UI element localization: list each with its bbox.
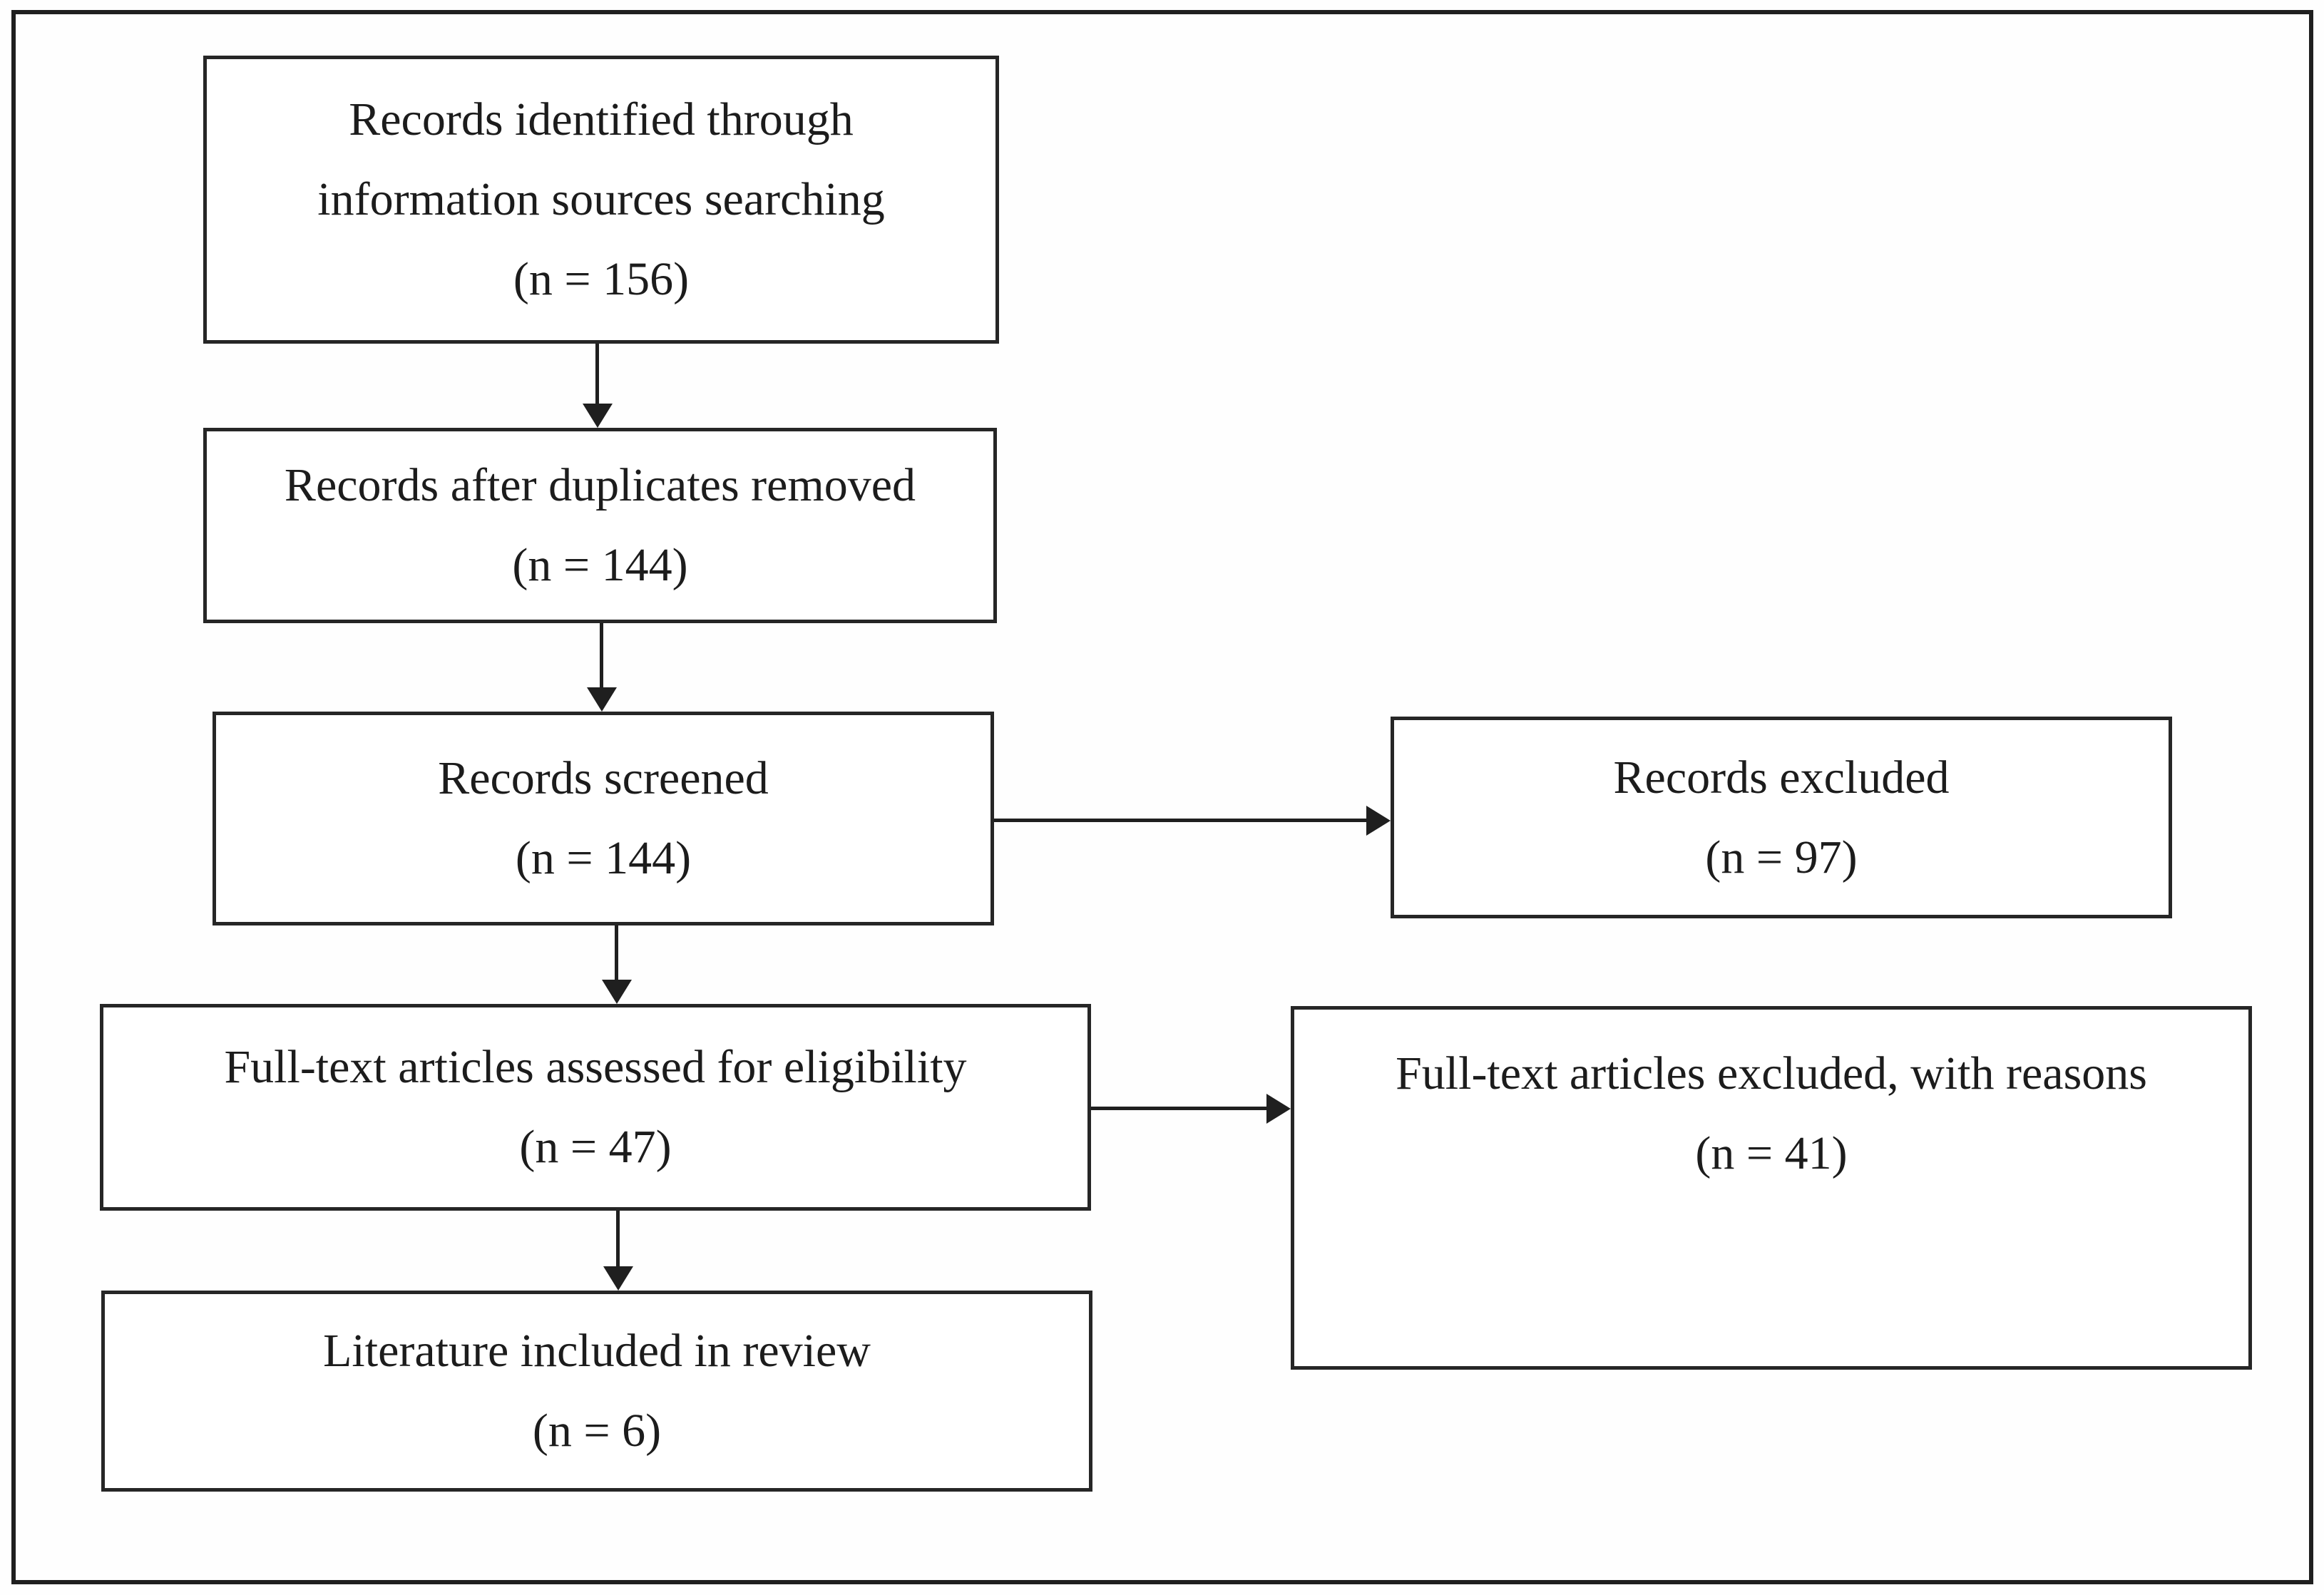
arrow-deduplicated-to-screened-stem xyxy=(600,623,603,689)
box-records-identified-label-line1: Records identified through xyxy=(349,93,854,145)
box-records-identified-label-line2: information sources searching xyxy=(317,173,885,225)
arrow-screened-to-fulltext-stem xyxy=(615,925,618,981)
box-literature-included: Literature included in review (n = 6) xyxy=(101,1291,1092,1492)
box-records-excluded-label: Records excluded xyxy=(1613,751,1950,804)
box-records-after-duplicates-removed: Records after duplicates removed (n = 14… xyxy=(203,428,997,623)
box-fulltext-excluded-label: Full-text articles excluded, with reason… xyxy=(1396,1047,2147,1099)
arrowhead-down-icon xyxy=(583,404,613,428)
arrow-fulltext-to-included-stem xyxy=(616,1211,620,1272)
box-fulltext-excluded-count: (n = 41) xyxy=(1695,1127,1848,1179)
box-records-identified: Records identified through information s… xyxy=(203,56,999,344)
box-deduplicated-label: Records after duplicates removed xyxy=(284,459,916,511)
arrowhead-down-icon xyxy=(603,1266,633,1291)
arrow-fulltext-to-excluded-stem xyxy=(1091,1107,1268,1110)
box-records-excluded-count: (n = 97) xyxy=(1705,831,1858,883)
box-fulltext-assessed-label: Full-text articles assessed for eligibil… xyxy=(224,1041,967,1093)
box-records-excluded: Records excluded (n = 97) xyxy=(1391,717,2172,918)
box-literature-included-count: (n = 6) xyxy=(532,1405,662,1457)
box-screened-label: Records screened xyxy=(438,752,769,804)
box-records-identified-count: (n = 156) xyxy=(513,253,690,305)
box-fulltext-assessed: Full-text articles assessed for eligibil… xyxy=(100,1004,1091,1211)
arrowhead-down-icon xyxy=(587,687,617,712)
arrowhead-down-icon xyxy=(602,980,632,1004)
box-fulltext-assessed-count: (n = 47) xyxy=(519,1121,672,1173)
arrow-identified-to-deduplicated-stem xyxy=(595,344,599,406)
arrow-screened-to-excluded-stem xyxy=(994,819,1368,822)
diagram-outer-border xyxy=(11,10,2313,1584)
box-literature-included-label: Literature included in review xyxy=(323,1325,871,1377)
arrowhead-right-icon xyxy=(1366,806,1391,836)
box-deduplicated-count: (n = 144) xyxy=(512,539,688,591)
box-screened-count: (n = 144) xyxy=(515,832,692,884)
box-fulltext-excluded: Full-text articles excluded, with reason… xyxy=(1291,1006,2252,1370)
box-records-screened: Records screened (n = 144) xyxy=(213,712,994,925)
arrowhead-right-icon xyxy=(1266,1094,1291,1124)
